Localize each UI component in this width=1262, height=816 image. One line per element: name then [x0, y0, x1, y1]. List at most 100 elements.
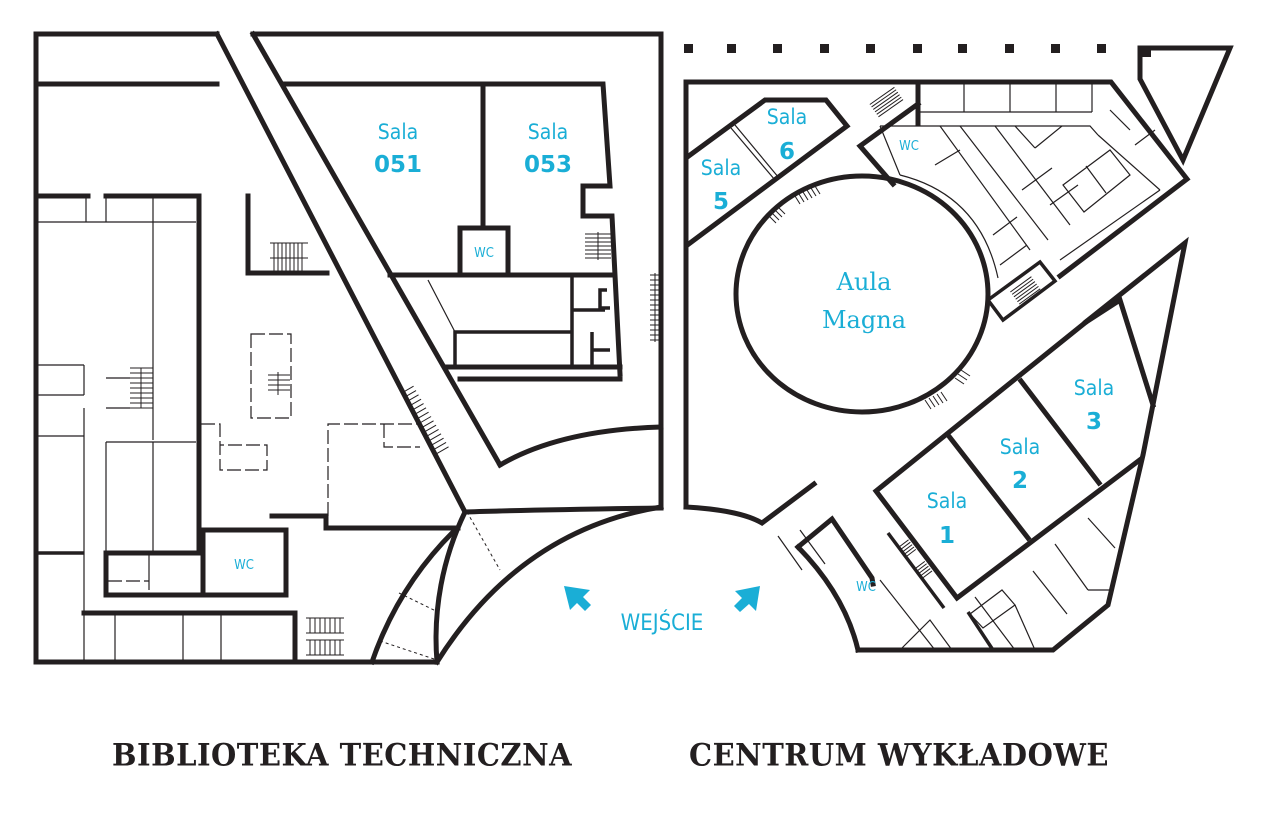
- wall: [496, 424, 664, 469]
- wall: [453, 330, 572, 367]
- wall: [201, 423, 268, 471]
- aula-magna-label-line1: Aula: [836, 268, 892, 296]
- stairs-icon: [585, 232, 660, 342]
- wall: [281, 81, 623, 377]
- wall: [249, 30, 504, 469]
- wall: [245, 193, 330, 276]
- stairs-icon: [767, 185, 971, 410]
- stairs-icon: [1010, 276, 1041, 305]
- entrance-label: WEJŚCIE: [621, 610, 704, 636]
- wall: [1085, 165, 1107, 194]
- wall: [944, 431, 1032, 542]
- wall: [994, 125, 1071, 226]
- wall: [799, 529, 826, 565]
- wall: [730, 127, 776, 181]
- wall: [1097, 134, 1161, 191]
- aula-magna-hall: [733, 173, 991, 415]
- wc-center-bottom-label: WC: [856, 580, 876, 595]
- stairs-icon: [268, 372, 290, 395]
- wall: [794, 515, 876, 587]
- sala-051-number: 051: [374, 152, 422, 178]
- sala-6-number: 6: [779, 139, 795, 165]
- wall: [250, 31, 664, 511]
- sala-051-label: Sala: [378, 120, 418, 144]
- wall: [1049, 184, 1079, 206]
- aula-magna-label-line2: Magna: [822, 306, 906, 334]
- library-building: [33, 30, 664, 666]
- stairs-icon: [306, 617, 344, 656]
- wall: [899, 619, 953, 651]
- building-title-library: BIBLIOTEKA TECHNICZNA: [112, 737, 573, 773]
- wc-library-bottom-label: WC: [234, 558, 254, 573]
- building-title-lecture-center: CENTRUM WYKŁADOWE: [689, 737, 1110, 773]
- entrance-curve: [433, 504, 664, 666]
- wall: [959, 125, 1049, 241]
- wall: [794, 543, 862, 654]
- wc-box: [457, 225, 511, 278]
- wall: [327, 423, 420, 516]
- lecture-center-building: [433, 44, 1234, 666]
- wall: [734, 124, 780, 179]
- wall: [1032, 570, 1068, 615]
- arrow-left-icon: [564, 586, 591, 611]
- wall: [934, 149, 961, 166]
- sala-5-number: 5: [713, 189, 729, 215]
- wall: [379, 640, 438, 661]
- wall: [985, 259, 1058, 323]
- wall: [398, 592, 439, 613]
- pillars: [684, 44, 1151, 57]
- wall: [1021, 167, 1053, 191]
- wall: [368, 527, 458, 666]
- room-labels: Sala 051 Sala 053 WC WC Sala 5 Sala 6 WC…: [234, 105, 1114, 595]
- sala-053-label: Sala: [528, 120, 568, 144]
- wc-center-top-label: WC: [899, 139, 919, 154]
- wall: [466, 511, 501, 571]
- wall: [1109, 109, 1131, 131]
- wall: [1059, 189, 1161, 261]
- wall: [856, 100, 922, 188]
- wall: [886, 531, 946, 610]
- sala-2-label: Sala: [1000, 435, 1040, 459]
- wall: [103, 193, 202, 533]
- wall: [879, 579, 936, 651]
- sala-053-number: 053: [524, 152, 572, 178]
- wall: [879, 125, 901, 176]
- wall: [872, 318, 1145, 602]
- wall: [1062, 149, 1131, 213]
- wall: [683, 480, 818, 527]
- wall: [1054, 543, 1089, 591]
- wall: [855, 236, 1189, 653]
- wall: [683, 97, 851, 251]
- wall: [103, 527, 289, 598]
- sala-1-number: 1: [939, 523, 955, 549]
- wall: [383, 424, 420, 448]
- stairs-icon: [897, 539, 933, 580]
- triangle-block: [1137, 45, 1234, 166]
- wall: [966, 611, 995, 651]
- sala-3-number: 3: [1086, 409, 1102, 435]
- wall: [1087, 517, 1116, 549]
- stairs-icon: [401, 385, 449, 455]
- wall: [899, 174, 999, 279]
- wall: [462, 505, 664, 515]
- wall: [1014, 604, 1036, 651]
- sala-2-number: 2: [1012, 468, 1028, 494]
- library-outer-wall: [33, 31, 440, 665]
- wall: [777, 535, 803, 571]
- wall: [1017, 377, 1103, 487]
- wall: [1034, 125, 1063, 149]
- stairs-icon: [130, 367, 153, 409]
- sala-5-label: Sala: [701, 156, 741, 180]
- wall: [1014, 125, 1036, 149]
- entrance: WEJŚCIE: [564, 586, 760, 636]
- wall: [992, 216, 1018, 236]
- wc-library-top-label: WC: [474, 246, 494, 261]
- wall: [880, 125, 1099, 136]
- stairs-icon: [270, 242, 308, 273]
- wall: [427, 279, 456, 333]
- wall: [974, 596, 1016, 651]
- sala-6-label: Sala: [767, 105, 807, 129]
- wall: [939, 125, 1031, 251]
- wall: [269, 513, 329, 531]
